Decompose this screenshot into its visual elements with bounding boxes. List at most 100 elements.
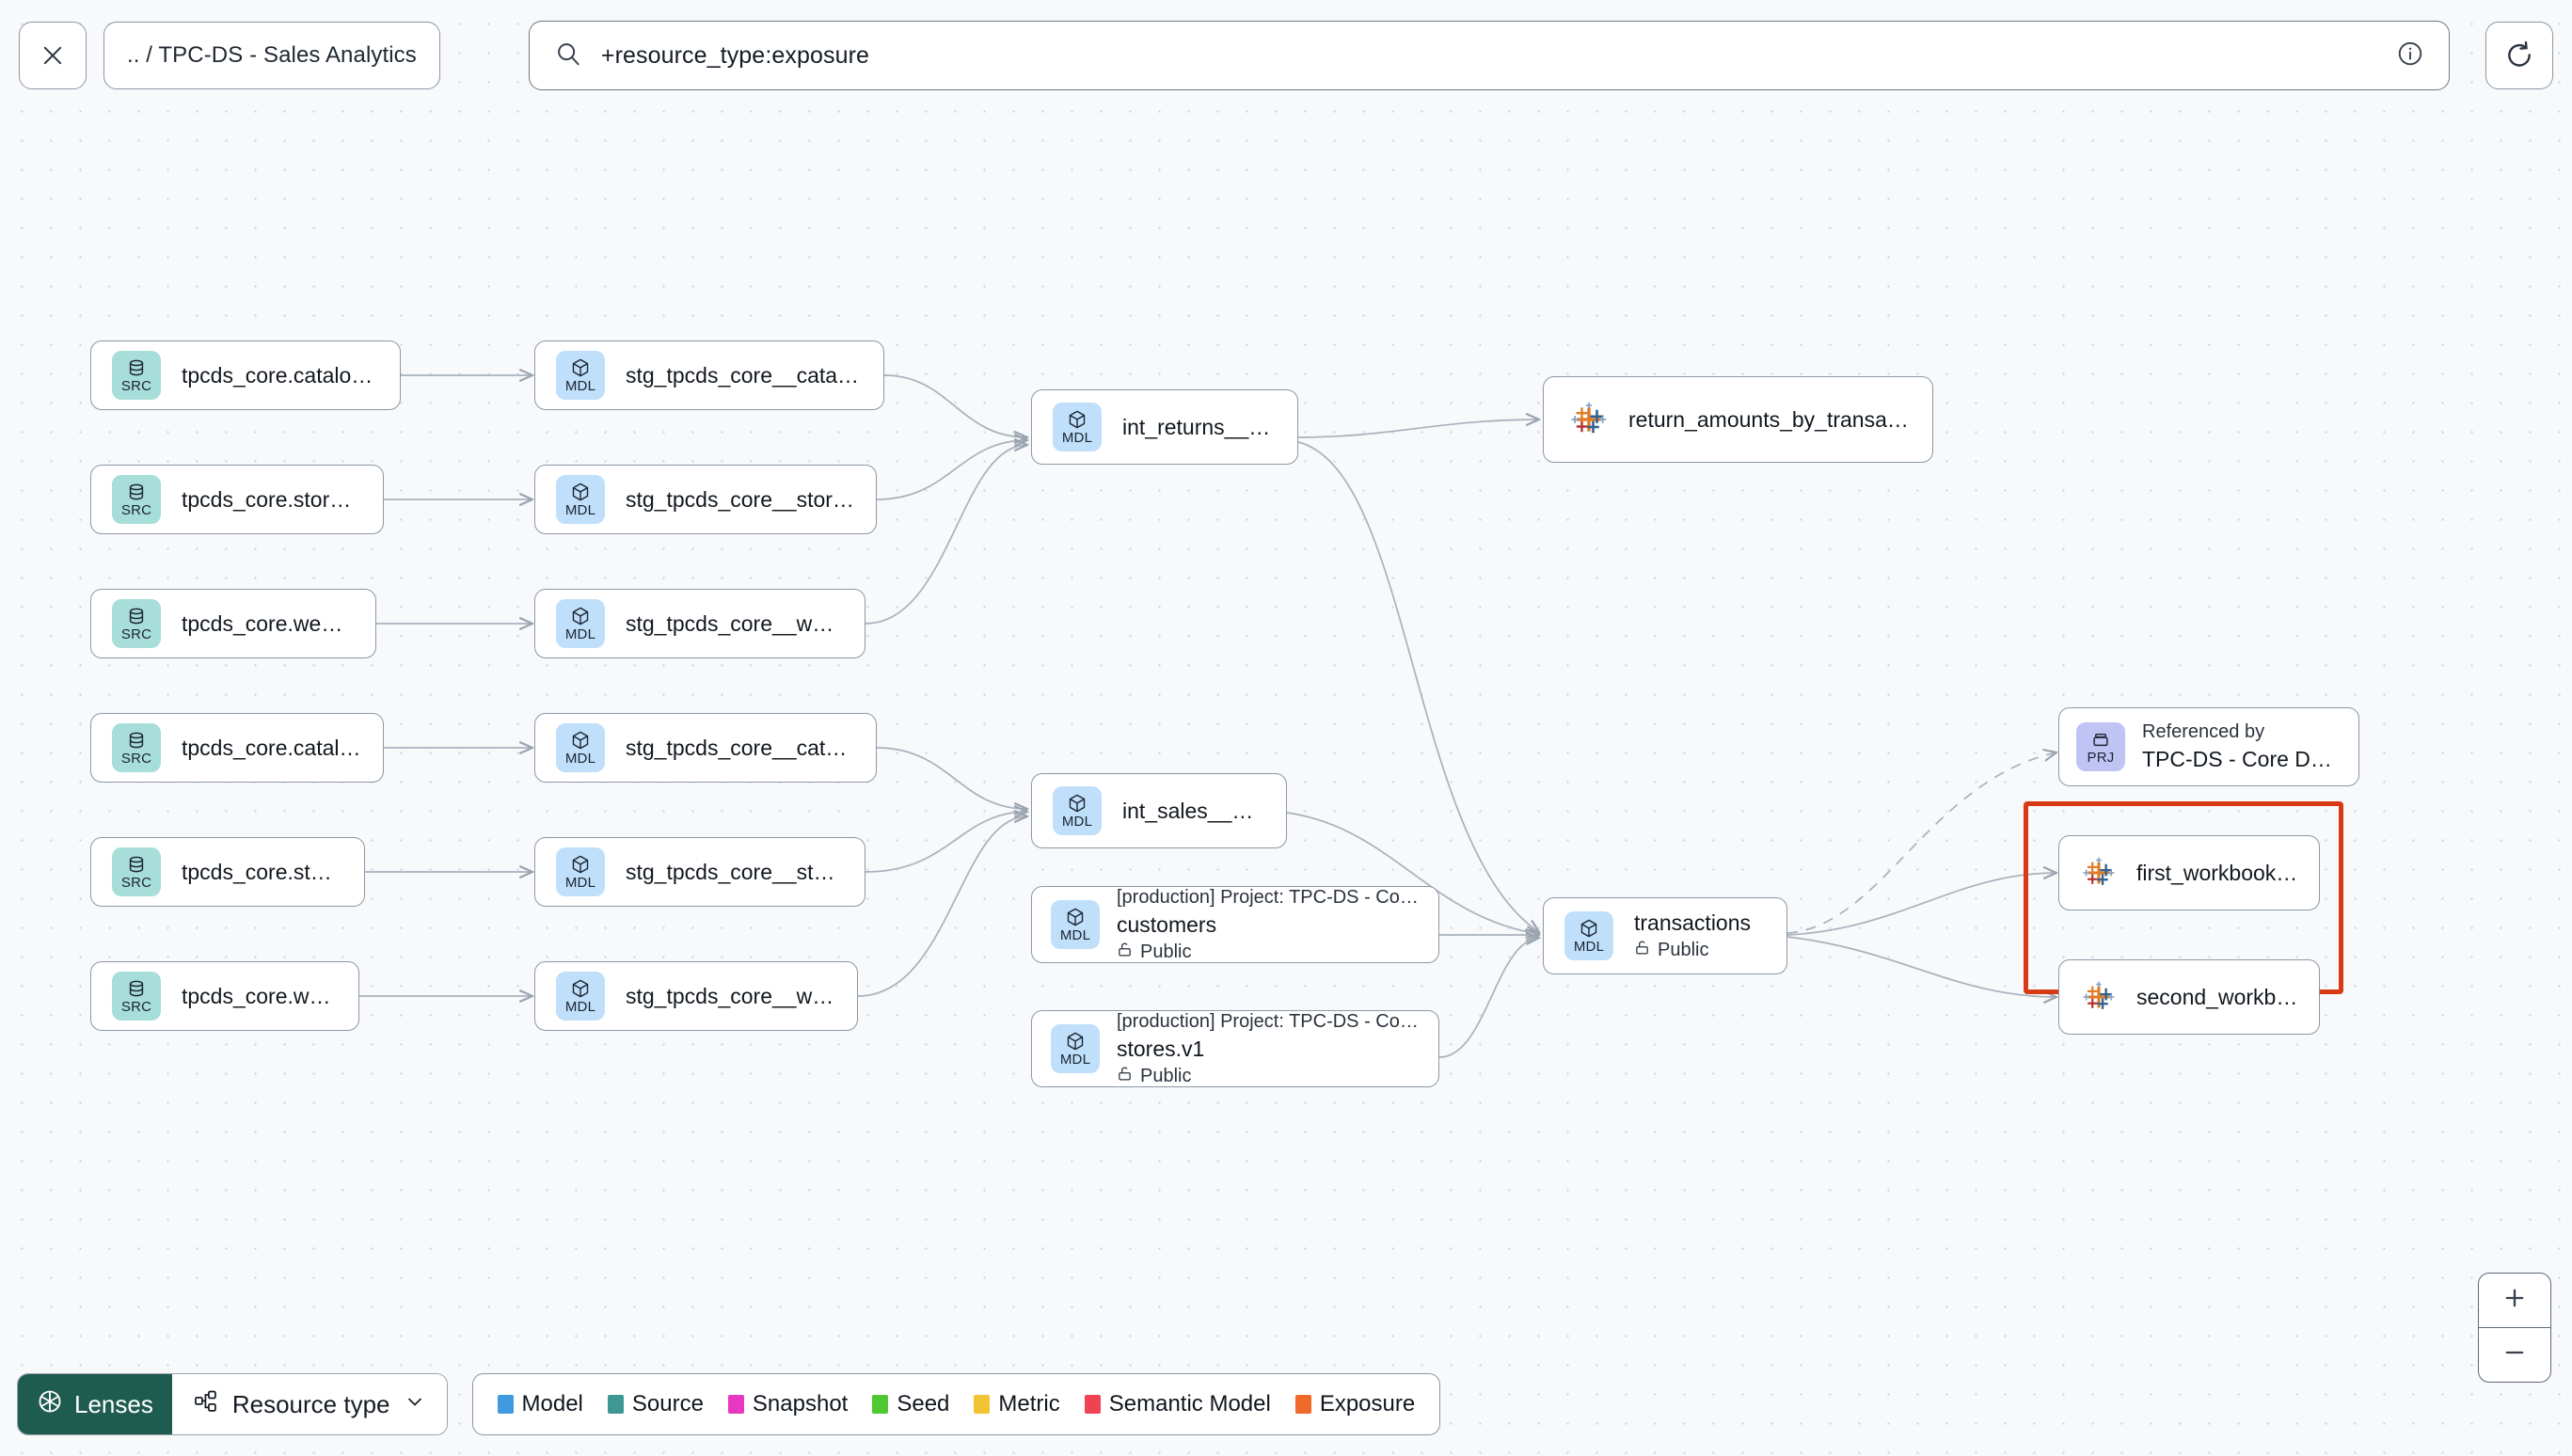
node-stores-v1[interactable]: MDL [production] Project: TPC-DS - Core … (1031, 1010, 1439, 1087)
node-title: second_workbook_connected_to_live… (2136, 984, 2304, 1009)
info-icon[interactable] (2396, 40, 2424, 72)
search-bar[interactable]: +resource_type:exposure (528, 21, 2450, 90)
chevron-down-icon (404, 1390, 426, 1419)
legend-item-source[interactable]: Source (607, 1391, 704, 1417)
referenced-by-label: Referenced by (2142, 721, 2265, 742)
node-src-catalog-sales[interactable]: SRC tpcds_core.catalog_sales (90, 713, 384, 783)
node-stg-store-returns[interactable]: MDL stg_tpcds_core__store_returns (534, 465, 877, 534)
lenses-button[interactable]: Lenses (18, 1374, 172, 1434)
legend-label: Semantic Model (1108, 1391, 1271, 1416)
node-title: tpcds_core.catalog_returns (182, 362, 379, 388)
node-transactions[interactable]: MDL transactions Public (1543, 897, 1787, 974)
badge-type-label: MDL (1059, 927, 1091, 943)
legend-item-seed[interactable]: Seed (872, 1391, 949, 1417)
node-title: stg_tpcds_core__store_returns (626, 486, 855, 512)
source-badge: SRC (112, 972, 161, 1021)
node-title: return_amounts_by_transaction_type (1628, 406, 1912, 432)
node-stg-catalog-sales[interactable]: MDL stg_tpcds_core__catalog_sales (534, 713, 877, 783)
model-badge: MDL (1053, 786, 1102, 835)
node-src-catalog-returns[interactable]: SRC tpcds_core.catalog_returns (90, 340, 401, 410)
search-input[interactable]: +resource_type:exposure (600, 41, 870, 69)
node-int-returns-unioned[interactable]: MDL int_returns__unioned (1031, 389, 1298, 465)
aperture-icon (37, 1388, 63, 1421)
unlock-icon (1117, 1066, 1133, 1087)
plus-icon (2501, 1285, 2528, 1316)
node-title: stg_tpcds_core__store_sales (626, 859, 844, 884)
refresh-button[interactable] (2485, 22, 2553, 89)
badge-type-label: MDL (564, 875, 596, 891)
resource-type-dropdown[interactable]: Resource type (171, 1374, 447, 1434)
badge-type-label: MDL (1061, 814, 1093, 830)
node-visibility: Public (1634, 940, 1751, 961)
node-visibility: Public (1117, 942, 1420, 963)
badge-type-label: MDL (564, 999, 596, 1015)
legend-label: Source (631, 1391, 704, 1416)
legend-label: Seed (897, 1391, 950, 1416)
legend-swatch (1294, 1395, 1311, 1414)
node-title: tpcds_core.store_sales (182, 859, 343, 884)
model-badge: MDL (1051, 900, 1100, 949)
legend-item-snapshot[interactable]: Snapshot (727, 1391, 848, 1417)
badge-type-label: MDL (564, 626, 596, 642)
badge-type-label: SRC (120, 751, 152, 767)
project-badge: PRJ (2076, 722, 2125, 771)
node-src-store-sales[interactable]: SRC tpcds_core.store_sales (90, 837, 365, 907)
node-stg-web-returns[interactable]: MDL stg_tpcds_core__web_returns (534, 589, 865, 658)
legend-item-semantic-model[interactable]: Semantic Model (1084, 1391, 1271, 1417)
badge-type-label: PRJ (2087, 750, 2115, 766)
node-stg-store-sales[interactable]: MDL stg_tpcds_core__store_sales (534, 837, 865, 907)
node-stg-web-sales[interactable]: MDL stg_tpcds_core__web_sales (534, 961, 858, 1031)
legend-swatch (974, 1395, 991, 1414)
source-badge: SRC (112, 351, 161, 400)
node-second-workbook-exposure[interactable]: second_workbook_connected_to_live… (2058, 959, 2320, 1035)
node-src-web-sales[interactable]: SRC tpcds_core.web_sales (90, 961, 359, 1031)
badge-type-label: SRC (120, 502, 152, 518)
node-title: customers (1117, 911, 1217, 937)
resource-type-label: Resource type (231, 1389, 390, 1418)
legend-item-exposure[interactable]: Exposure (1294, 1391, 1415, 1417)
node-title: tpcds_core.web_returns (182, 610, 355, 636)
node-project-label: [production] Project: TPC-DS - Core Data… (1117, 886, 1420, 908)
zoom-in-button[interactable] (2479, 1274, 2550, 1327)
badge-type-label: SRC (120, 378, 152, 394)
node-project-label: [production] Project: TPC-DS - Core Data… (1117, 1010, 1420, 1032)
visibility-label: Public (1140, 941, 1192, 962)
breadcrumb-label: .. / TPC-DS - Sales Analytics (127, 42, 417, 68)
model-badge: MDL (556, 847, 605, 896)
badge-type-label: MDL (1059, 1052, 1091, 1068)
legend-swatch (497, 1395, 514, 1414)
legend-item-model[interactable]: Model (497, 1391, 583, 1417)
node-title: first_workbook_attached_to_tpc-ds_-_… (2136, 860, 2304, 885)
node-int-sales-unioned[interactable]: MDL int_sales__unioned (1031, 773, 1287, 848)
legend-swatch (607, 1395, 624, 1414)
node-src-store-returns[interactable]: SRC tpcds_core.store_returns (90, 465, 384, 534)
node-customers[interactable]: MDL [production] Project: TPC-DS - Core … (1031, 886, 1439, 963)
legend-label: Model (521, 1391, 583, 1416)
close-icon (40, 42, 66, 69)
source-badge: SRC (112, 723, 161, 772)
lenses-label: Lenses (74, 1389, 153, 1418)
legend-label: Metric (998, 1391, 1060, 1416)
node-stg-catalog-returns[interactable]: MDL stg_tpcds_core__catalog_returns (534, 340, 884, 410)
search-icon (554, 40, 582, 72)
zoom-divider (2479, 1327, 2550, 1328)
close-button[interactable] (19, 22, 87, 89)
node-src-web-returns[interactable]: SRC tpcds_core.web_returns (90, 589, 376, 658)
node-title: TPC-DS - Core Data Models (2142, 747, 2342, 771)
badge-type-label: MDL (564, 502, 596, 518)
node-first-workbook-exposure[interactable]: first_workbook_attached_to_tpc-ds_-_… (2058, 835, 2320, 910)
node-visibility: Public (1117, 1066, 1420, 1087)
zoom-out-button[interactable] (2479, 1328, 2550, 1382)
node-return-amounts-exposure[interactable]: return_amounts_by_transaction_type (1543, 376, 1933, 463)
legend-item-metric[interactable]: Metric (974, 1391, 1060, 1417)
breadcrumb[interactable]: .. / TPC-DS - Sales Analytics (103, 22, 440, 89)
model-badge: MDL (1053, 403, 1102, 451)
node-project-reference[interactable]: PRJ Referenced by TPC-DS - Core Data Mod… (2058, 707, 2359, 786)
model-badge: MDL (1564, 911, 1613, 960)
model-badge: MDL (556, 351, 605, 400)
model-badge: MDL (1051, 1024, 1100, 1073)
model-badge: MDL (556, 599, 605, 648)
tableau-icon (1564, 395, 1613, 444)
